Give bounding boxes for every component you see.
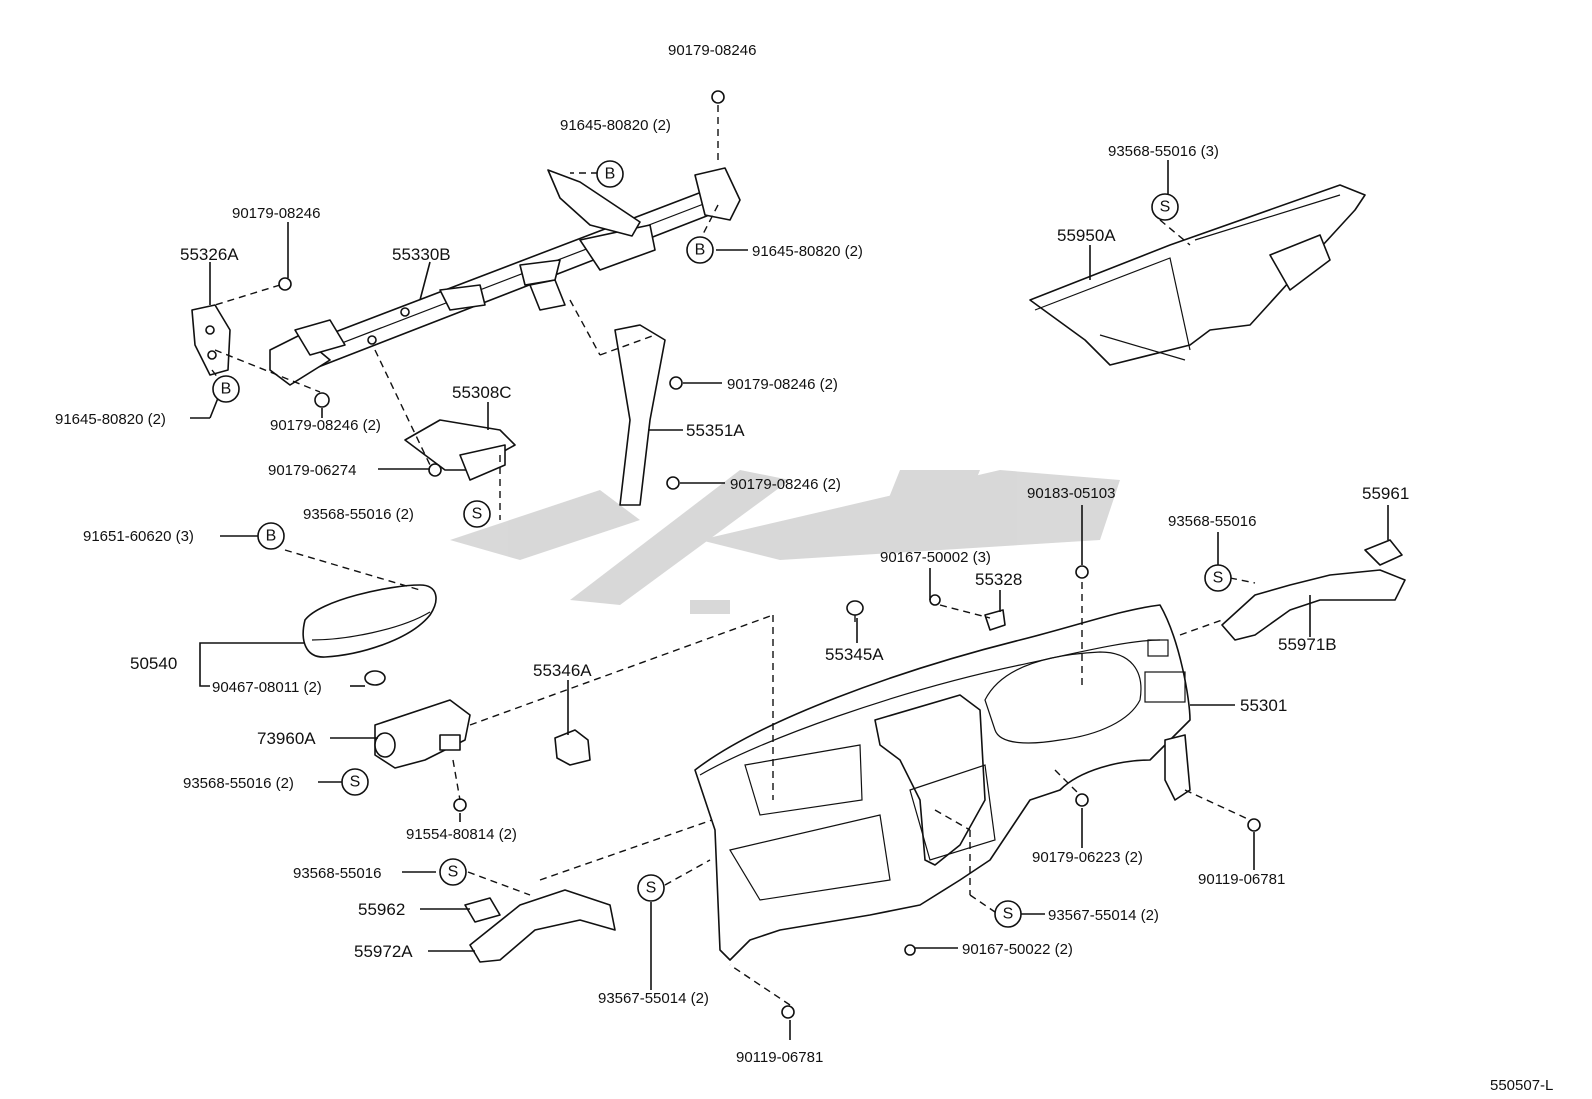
reinforcement-bar-55330B xyxy=(269,167,741,386)
label-93568-55016-2-b: 93568-55016 (2) xyxy=(183,775,294,792)
clips-small xyxy=(846,565,1089,631)
label-90119-06781-a: 90119-06781 xyxy=(736,1049,823,1066)
label-90183-05103: 90183-05103 xyxy=(1027,485,1115,502)
label-93568-55016-2-a: 93568-55016 (2) xyxy=(303,506,414,523)
label-55346A: 55346A xyxy=(533,661,592,680)
bolt-symbol: B xyxy=(257,522,285,550)
duct-55971B xyxy=(1221,539,1406,641)
label-90179-08246-2-left: 90179-08246 (2) xyxy=(270,417,381,434)
label-55962: 55962 xyxy=(358,900,405,919)
clip-55346A xyxy=(554,729,591,766)
label-55950A: 55950A xyxy=(1057,226,1116,245)
label-93568-55016-3: 93568-55016 (3) xyxy=(1108,143,1219,160)
svg-text:B: B xyxy=(605,166,616,183)
assembly-lines xyxy=(211,105,1256,1006)
airbag-module-73960A xyxy=(374,699,471,812)
label-55330B: 55330B xyxy=(392,245,451,264)
label-91554-80814-2: 91554-80814 (2) xyxy=(406,826,517,843)
label-91651-60620-3: 91651-60620 (3) xyxy=(83,528,194,545)
screw-symbol: S xyxy=(463,500,491,528)
leader-lines xyxy=(190,160,1389,1040)
svg-text:B: B xyxy=(221,381,232,398)
label-55351A: 55351A xyxy=(686,421,745,440)
label-90179-08246-top: 90179-08246 xyxy=(668,42,756,59)
svg-text:S: S xyxy=(1003,906,1014,923)
svg-text:S: S xyxy=(1213,570,1224,587)
svg-text:S: S xyxy=(350,774,361,791)
label-50540: 50540 xyxy=(130,654,177,673)
label-55961: 55961 xyxy=(1362,484,1409,503)
label-55301: 55301 xyxy=(1240,696,1287,715)
label-90467-08011-2: 90467-08011 (2) xyxy=(212,679,322,696)
label-93567-55014-2-b: 93567-55014 (2) xyxy=(1048,907,1159,924)
label-55971B: 55971B xyxy=(1278,635,1337,654)
label-90179-06274: 90179-06274 xyxy=(268,462,356,479)
label-90179-08246-2-mid: 90179-08246 (2) xyxy=(727,376,838,393)
screw-symbol: S xyxy=(439,858,467,886)
diagram-code: 550507-L xyxy=(1490,1077,1553,1094)
svg-text:S: S xyxy=(1160,199,1171,216)
brace-55308C xyxy=(404,419,516,481)
label-93567-55014-2-a: 93567-55014 (2) xyxy=(598,990,709,1007)
screw-symbol: S xyxy=(637,874,665,902)
bolt-symbol: B xyxy=(596,160,624,188)
brace-55351A xyxy=(614,324,683,506)
svg-text:B: B xyxy=(266,528,277,545)
duct-55972A xyxy=(464,889,616,963)
label-73960A: 73960A xyxy=(257,729,316,748)
svg-text:B: B xyxy=(695,242,706,259)
label-90119-06781-b: 90119-06781 xyxy=(1198,871,1285,888)
label-55326A: 55326A xyxy=(180,245,239,264)
label-93568-55016-a: 93568-55016 xyxy=(293,865,381,882)
watermark-logo xyxy=(450,470,1120,614)
label-91645-80820-left: 91645-80820 (2) xyxy=(55,411,166,428)
part-labels: 90179-08246 91645-80820 (2) 90179-08246 … xyxy=(55,42,1553,1094)
label-91645-80820-top: 91645-80820 (2) xyxy=(560,117,671,134)
screw-symbol: S xyxy=(1204,564,1232,592)
svg-text:S: S xyxy=(472,506,483,523)
screw-symbol: S xyxy=(994,900,1022,928)
screw-symbol: S xyxy=(341,768,369,796)
lid-50540 xyxy=(302,584,437,686)
bolt-symbol: B xyxy=(686,236,714,264)
label-90179-06223-2: 90179-06223 (2) xyxy=(1032,849,1143,866)
label-91645-80820-right: 91645-80820 (2) xyxy=(752,243,863,260)
label-55328: 55328 xyxy=(975,570,1022,589)
bracket-upper xyxy=(547,169,641,237)
bolt-symbol: B xyxy=(212,375,240,403)
label-55308C: 55308C xyxy=(452,383,512,402)
label-90179-08246-2-low: 90179-08246 (2) xyxy=(730,476,841,493)
label-90179-08246-left: 90179-08246 xyxy=(232,205,320,222)
svg-text:S: S xyxy=(646,880,657,897)
label-90167-50022-2: 90167-50022 (2) xyxy=(962,941,1073,958)
duct-55950A xyxy=(1029,184,1366,366)
svg-text:S: S xyxy=(448,864,459,881)
symbol-circles: B B B B S S S S S S S xyxy=(212,160,1232,928)
label-90167-50002-3: 90167-50002 (3) xyxy=(880,549,991,566)
label-93568-55016-b: 93568-55016 xyxy=(1168,513,1256,530)
bracket-55326A xyxy=(191,304,231,376)
screw-symbol: S xyxy=(1151,193,1179,221)
fasteners xyxy=(278,90,1261,1019)
label-55345A: 55345A xyxy=(825,645,884,664)
label-55972A: 55972A xyxy=(354,942,413,961)
